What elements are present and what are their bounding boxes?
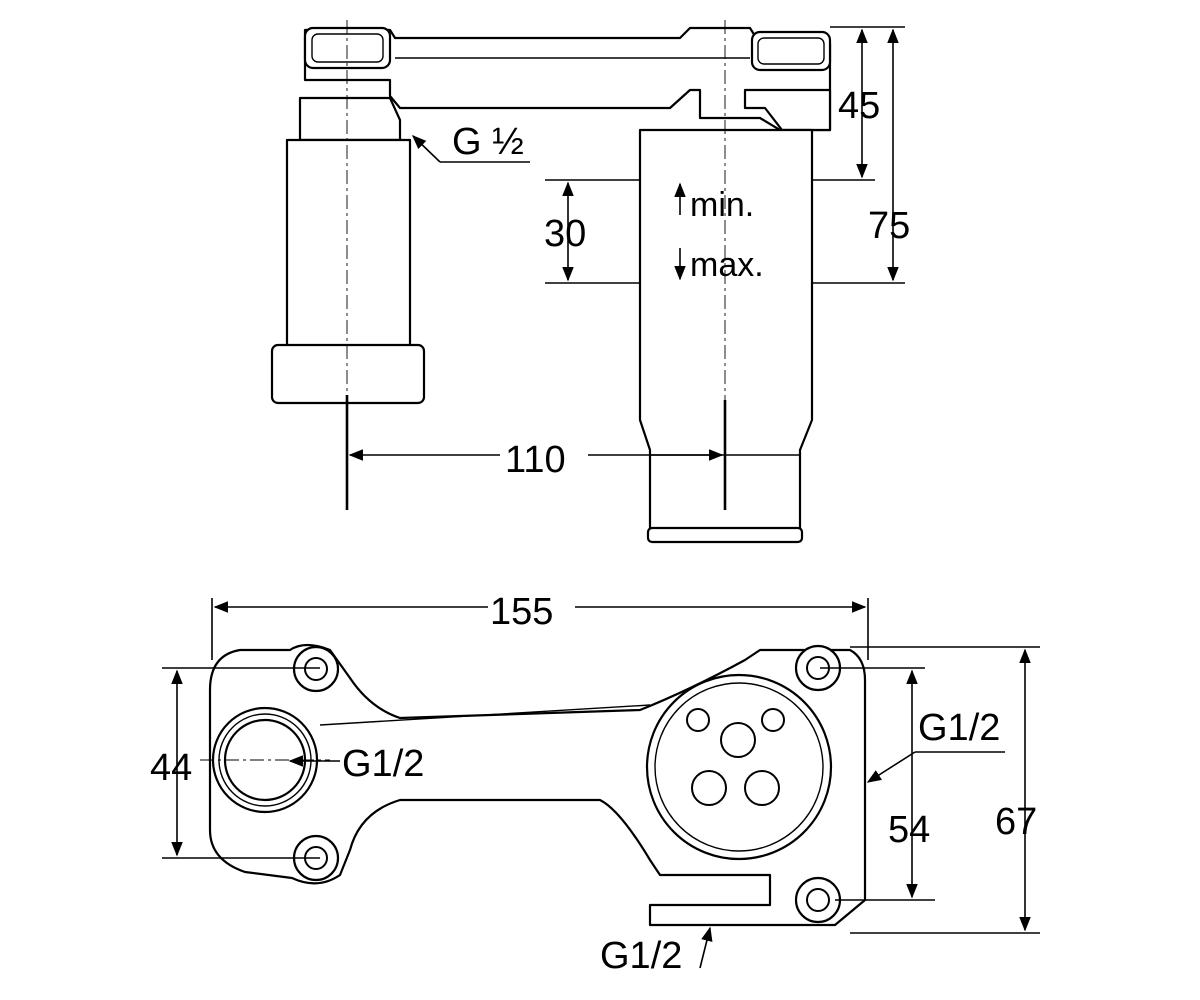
right-cap (750, 30, 832, 72)
dim-45-label: 45 (838, 85, 880, 127)
valve-port-5 (744, 770, 780, 806)
valve-port-3 (720, 722, 756, 758)
inlet-right-leader (866, 751, 916, 783)
max-label: max. (690, 246, 764, 284)
inlet-right-label: G1/2 (918, 707, 1000, 749)
left-collar (270, 343, 426, 405)
side-view: G ½ 45 75 30 min. max. 110 (270, 20, 910, 544)
dim-30-label: 30 (544, 213, 586, 255)
dim-54-label: 54 (888, 809, 930, 851)
right-base-ring (646, 526, 804, 544)
dim-75-label: 75 (868, 205, 910, 247)
left-cap (303, 26, 392, 70)
valve-disc-outer (645, 673, 833, 861)
mount-hole-top-right (794, 644, 842, 692)
valve-disc-inner (654, 682, 824, 852)
mount-hole-top-left (292, 645, 340, 693)
dim-67-label: 67 (995, 801, 1037, 843)
thread-leader (411, 135, 441, 163)
inlet-bottom-label: G1/2 (600, 935, 682, 977)
dim-44-label: 44 (150, 747, 192, 789)
dim-110-label: 110 (505, 439, 566, 481)
right-cap-inner (757, 37, 825, 65)
left-body (285, 138, 412, 352)
inlet-bottom-leader (699, 926, 713, 969)
valve-port-1 (686, 708, 710, 732)
min-label: min. (690, 186, 754, 224)
valve-port-2 (761, 708, 785, 732)
left-cap-inner (311, 33, 384, 63)
dim-155-label: 155 (490, 591, 553, 633)
mount-hole-bottom-right (794, 876, 842, 924)
valve-port-4 (691, 770, 727, 806)
left-neck (298, 96, 402, 142)
top-edge-line (319, 704, 651, 726)
thread-label: G ½ (452, 121, 524, 163)
top-view: 155 44 54 67 G1/2 G1/2 G1/2 (150, 591, 1040, 977)
inlet-left-label: G1/2 (342, 743, 424, 785)
